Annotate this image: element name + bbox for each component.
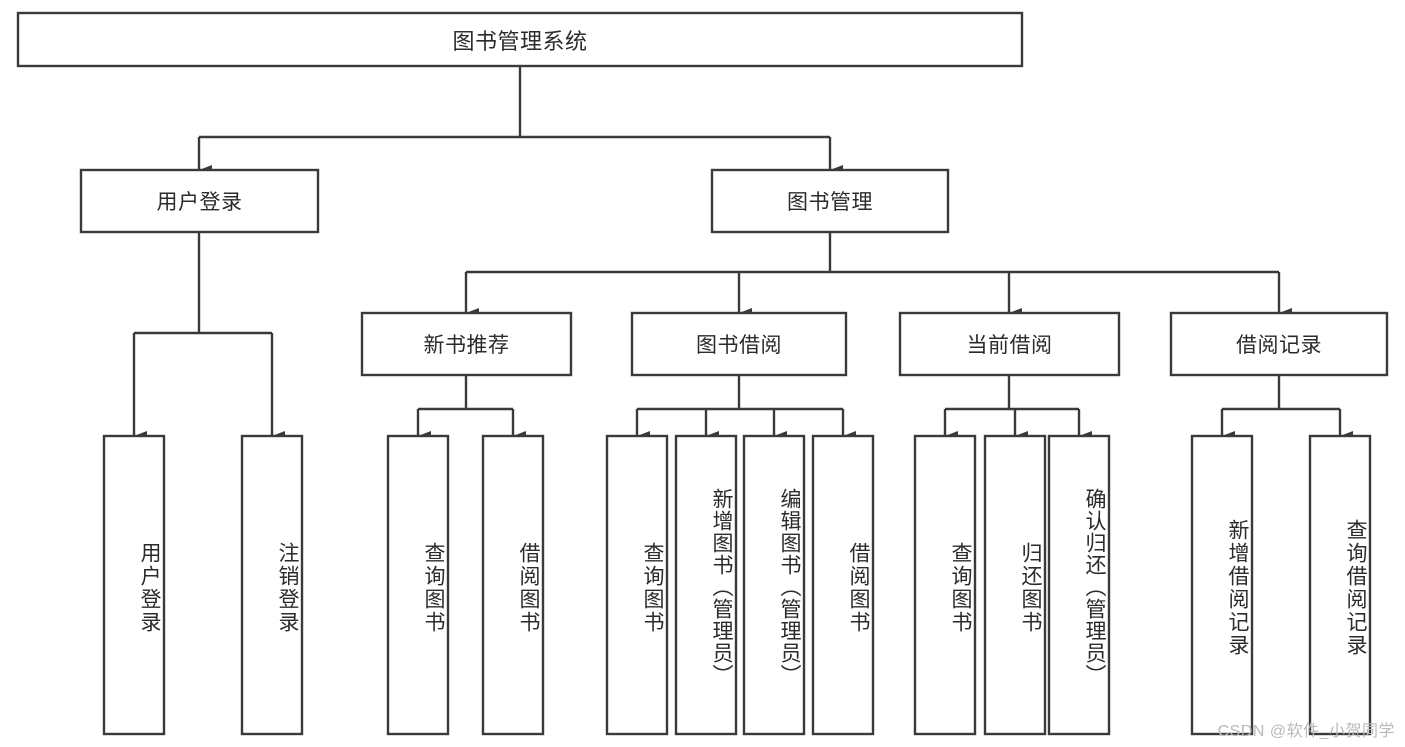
node-box-borrow-record[interactable] bbox=[1169, 311, 1389, 377]
node-box-book-borrow[interactable] bbox=[630, 311, 848, 377]
node-box-current-borrow[interactable] bbox=[898, 311, 1121, 377]
node-box-leaf-add-book-admin[interactable] bbox=[674, 434, 738, 736]
node-box-new-book-recommend[interactable] bbox=[360, 311, 573, 377]
node-box-leaf-query-book-bb[interactable] bbox=[605, 434, 669, 736]
node-box-leaf-edit-book-admin[interactable] bbox=[742, 434, 806, 736]
node-box-leaf-borrow-book-nbr[interactable] bbox=[481, 434, 545, 736]
node-box-leaf-query-borrow-record[interactable] bbox=[1308, 434, 1372, 736]
connector-lines bbox=[132, 66, 1353, 441]
node-box-leaf-borrow-book-bb[interactable] bbox=[811, 434, 875, 736]
node-box-leaf-return-book[interactable] bbox=[983, 434, 1047, 736]
node-box-leaf-add-borrow-record[interactable] bbox=[1190, 434, 1254, 736]
node-box-book-manage[interactable] bbox=[710, 168, 950, 234]
node-box-leaf-user-login[interactable] bbox=[102, 434, 166, 736]
node-box-leaf-query-book-nbr[interactable] bbox=[386, 434, 450, 736]
node-boxes bbox=[16, 11, 1389, 736]
node-box-leaf-query-book-cb[interactable] bbox=[913, 434, 977, 736]
node-box-leaf-logout-login[interactable] bbox=[240, 434, 304, 736]
node-box-root[interactable] bbox=[16, 11, 1024, 68]
node-box-leaf-confirm-return-admin[interactable] bbox=[1047, 434, 1111, 736]
watermark-text: CSDN @软件_小贺同学 bbox=[1217, 723, 1395, 740]
node-box-user-login[interactable] bbox=[79, 168, 320, 234]
